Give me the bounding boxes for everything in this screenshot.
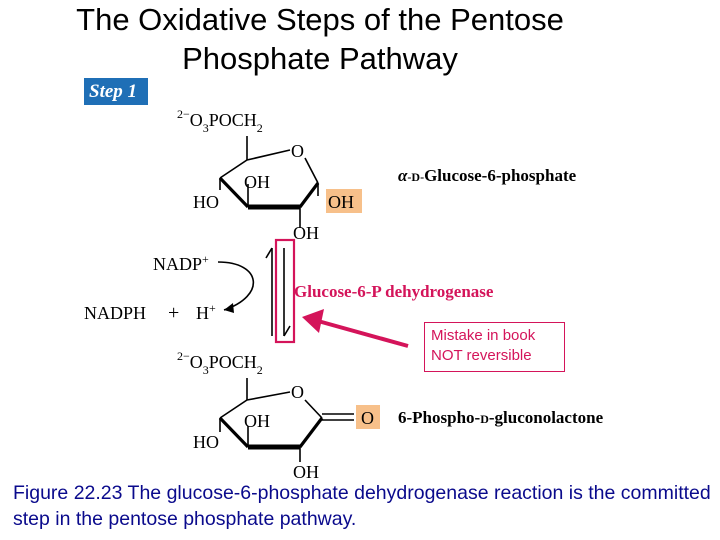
ring-right-bold-top <box>298 182 320 208</box>
oh-inner-bottom: OH <box>244 411 270 431</box>
h-plus-label: H+ <box>196 301 216 323</box>
oh-bottom-bottom: OH <box>293 462 319 482</box>
phosphate-group-bottom: 2−O3POCH2 <box>177 349 263 377</box>
plus-sign: + <box>168 302 179 324</box>
annotation-note-line-1: Mistake in book <box>431 327 536 344</box>
ho-left-bottom: HO <box>193 432 219 452</box>
slide-title-line-1: The Oxidative Steps of the Pentose <box>76 2 564 37</box>
carbonyl-highlight <box>356 405 380 429</box>
ring-oxygen-bottom: O <box>291 382 304 402</box>
oh-inner-top: OH <box>244 172 270 192</box>
ring-o-bond-bottom <box>304 399 323 419</box>
slide-title: The Oxidative Steps of the Pentose Phosp… <box>20 0 620 78</box>
oh-highlight-top <box>326 189 362 213</box>
ring-upper-edge-top <box>219 149 291 179</box>
ring-upper-edge-bottom <box>219 391 291 419</box>
annotation-note-line-2: NOT reversible <box>431 347 532 364</box>
annotation-note: Mistake in book NOT reversible <box>424 322 565 372</box>
ring-oxygen-top: O <box>291 141 304 161</box>
nadp-label: NADP+ <box>153 252 209 274</box>
ring-right-bold-bottom <box>298 417 324 448</box>
slide-title-line-2: Phosphate Pathway <box>182 41 458 76</box>
ho-left-top: HO <box>193 192 219 212</box>
figure-caption: Figure 22.23 The glucose-6-phosphate deh… <box>13 482 711 530</box>
cofactor-curved-arrow <box>217 261 255 311</box>
ring-left-bold-top <box>218 176 250 209</box>
carbonyl-oxygen: O <box>361 408 374 428</box>
oh-bottom-top: OH <box>293 223 319 243</box>
reversible-arrow-highlight-box <box>274 238 296 344</box>
6-phosphogluconolactone-label: 6-Phospho-D-gluconolactone <box>398 408 604 427</box>
glucose-6-phosphate-structure: 2−O3POCH2 O OH HO OH OH α-D-Glucose-6-ph… <box>177 107 577 243</box>
ring-o-bond-top <box>304 157 319 184</box>
oh-right-top: OH <box>328 192 354 212</box>
forward-arrowhead <box>283 325 291 337</box>
step-badge: Step 1 <box>84 78 148 105</box>
6-phosphogluconolactone-structure: 2−O3POCH2 O OH HO O OH 6-Phospho-D-gluco… <box>177 349 604 482</box>
glucose-6-phosphate-label: α-D-Glucose-6-phosphate <box>398 166 577 185</box>
enzyme-label: Glucose-6-P dehydrogenase <box>294 282 494 301</box>
note-pointer-arrowhead <box>302 309 324 333</box>
reverse-arrowhead <box>265 247 273 259</box>
nadph-label: NADPH <box>84 303 146 323</box>
ring-left-bold-bottom <box>218 416 250 449</box>
reaction-arrows: NADP+ NADPH + H+ Glucose-6-P dehydrogena… <box>84 238 494 348</box>
phosphate-group-top: 2−O3POCH2 <box>177 107 263 135</box>
note-pointer-arrow <box>317 319 409 348</box>
cofactor-arrowhead <box>224 303 234 313</box>
